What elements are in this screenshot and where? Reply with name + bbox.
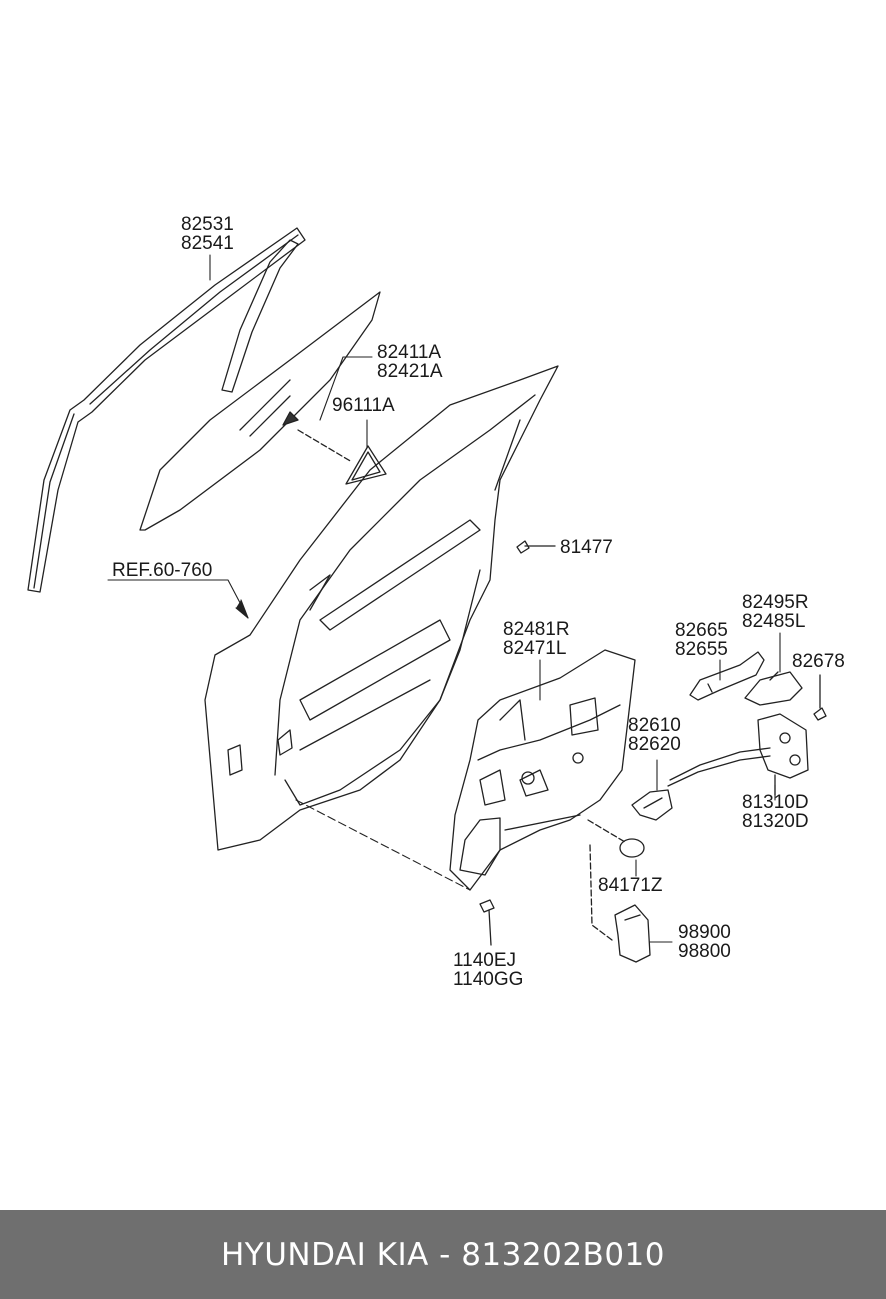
part-number-footer: HYUNDAI KIA - 813202B010: [0, 1210, 886, 1299]
label-motor: 98900 98800: [678, 923, 731, 961]
label-line: 84171Z: [598, 875, 663, 896]
label-line: 82495R: [742, 592, 809, 613]
label-line: 98900: [678, 922, 731, 943]
footer-text: HYUNDAI KIA - 813202B010: [220, 1236, 665, 1273]
label-line: 81320D: [742, 811, 809, 832]
label-line: 1140GG: [453, 969, 524, 990]
label-inside-handle: 82610 82620: [628, 716, 681, 754]
label-line: 82541: [181, 233, 234, 254]
label-line: 82485L: [742, 611, 806, 632]
label-screw-81477: 81477: [560, 538, 613, 557]
label-door-glass: 82411A 82421A: [377, 343, 443, 381]
label-handle-bracket: 82495R 82485L: [742, 593, 809, 631]
door-glass-part: [139, 291, 381, 531]
screw-81477-part: [516, 540, 556, 554]
label-line: 82655: [675, 639, 728, 660]
inside-handle-part: [631, 789, 673, 821]
label-door-latch: 81310D 81320D: [742, 793, 809, 831]
label-frame-molding: 82531 82541: [181, 215, 234, 253]
bolt-part: [479, 899, 495, 946]
screw-82678-part: [813, 674, 827, 721]
label-line: 82411A: [377, 342, 442, 363]
label-line: 82531: [181, 214, 234, 235]
frame-molding-part: [27, 227, 306, 593]
label-line: 81477: [560, 537, 613, 558]
label-line: 82678: [792, 651, 845, 672]
label-glass-sticker: 96111A: [332, 396, 395, 415]
glass-sticker-part: [282, 411, 387, 485]
leader-lines: [107, 254, 781, 943]
label-line: 82665: [675, 620, 728, 641]
motor-part: [589, 844, 651, 963]
label-screw-82678: 82678: [792, 652, 845, 671]
door-shell-part: [204, 365, 559, 851]
label-line: 1140EJ: [453, 950, 517, 971]
window-regulator-part: [449, 649, 636, 891]
label-bolt: 1140EJ 1140GG: [453, 951, 523, 989]
label-line: 81310D: [742, 792, 809, 813]
plug-part: [587, 819, 645, 858]
door-latch-part: [667, 713, 809, 796]
label-line: REF.60-760: [112, 560, 213, 581]
label-line: 82610: [628, 715, 681, 736]
label-outside-handle: 82665 82655: [675, 621, 728, 659]
label-plug: 84171Z: [598, 876, 662, 895]
label-line: 82471L: [503, 638, 567, 659]
label-line: 82620: [628, 734, 681, 755]
label-door-ref: REF.60-760: [112, 561, 212, 580]
label-line: 82481R: [503, 619, 570, 640]
label-line: 82421A: [377, 361, 443, 382]
outside-handle-part: [689, 651, 765, 701]
label-line: 96111A: [332, 395, 395, 416]
handle-bracket-part: [744, 671, 803, 706]
door-parts-diagram: [27, 227, 827, 963]
label-window-regulator: 82481R 82471L: [503, 620, 570, 658]
label-line: 98800: [678, 941, 731, 962]
